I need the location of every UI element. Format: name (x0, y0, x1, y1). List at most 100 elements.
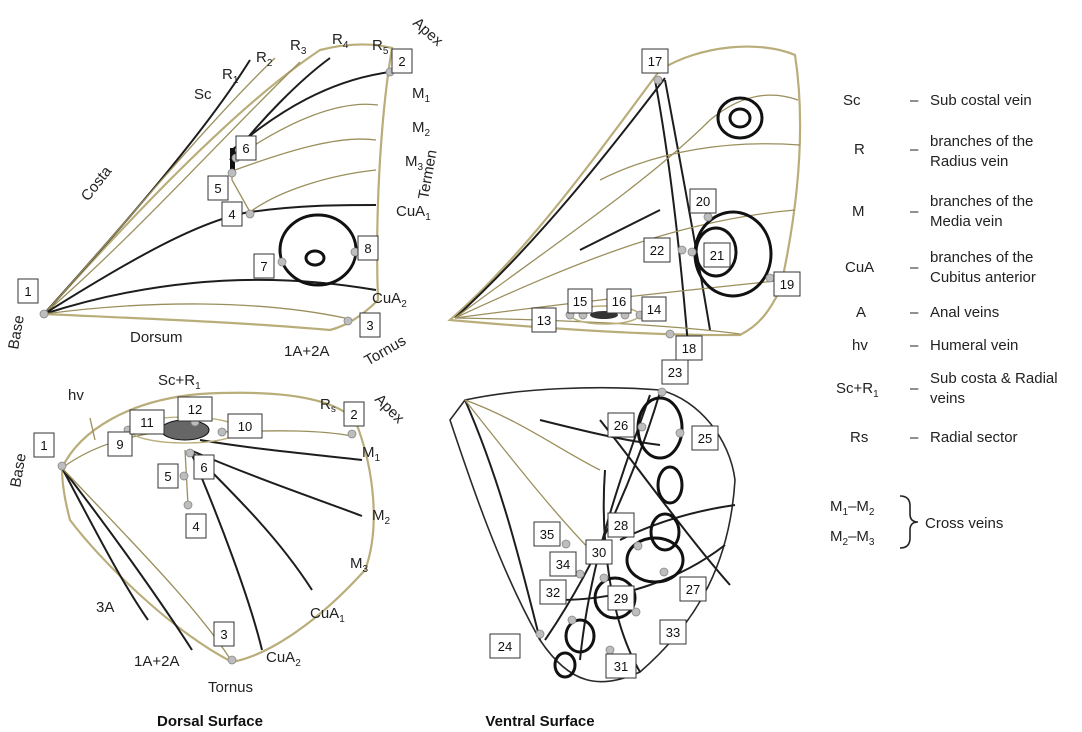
svg-text:25: 25 (698, 431, 712, 446)
legend-desc-r-1: branches of the (930, 133, 1033, 150)
point-marker: 3 (344, 313, 380, 337)
dorsal-fore-termen-label: Termen (415, 148, 440, 200)
dorsal-hind-tornus-label: Tornus (208, 679, 253, 696)
legend-desc-rs: Radial sector (930, 429, 1018, 446)
svg-text:19: 19 (780, 277, 794, 292)
legend-dash: – (910, 92, 919, 109)
legend-desc-cua-1: branches of the (930, 249, 1033, 266)
caption-dorsal: Dorsal Surface (157, 713, 263, 730)
svg-text:26: 26 (614, 418, 628, 433)
legend-desc-hv: Humeral vein (930, 337, 1018, 354)
svg-text:2: 2 (398, 54, 405, 69)
svg-text:35: 35 (540, 527, 554, 542)
dorsal-hind-apex-label: Apex (371, 391, 408, 428)
caption-ventral: Ventral Surface (485, 713, 594, 730)
svg-text:16: 16 (612, 294, 626, 309)
vein-label-hind-m1: M1 (362, 444, 381, 464)
point-marker: 27 (660, 568, 706, 601)
point-marker: 1 (34, 433, 66, 470)
vein-label-r3: R3 (290, 37, 307, 57)
point-marker: 24 (490, 630, 544, 658)
legend-key-sc: Sc (843, 92, 861, 109)
vein-label-m2: M2 (412, 119, 431, 139)
svg-text:9: 9 (116, 437, 123, 452)
legend-dash: – (910, 304, 919, 321)
legend-cross-row2: M2–M3 (830, 528, 875, 548)
legend-key-m: M (852, 203, 865, 220)
svg-text:33: 33 (666, 625, 680, 640)
svg-text:17: 17 (648, 54, 662, 69)
svg-text:3: 3 (220, 627, 227, 642)
legend-desc-r-2: Radius vein (930, 153, 1008, 170)
legend-dash: – (910, 380, 919, 397)
point-marker: 6 (232, 136, 256, 162)
dorsal-forewing: Base Costa Dorsum Termen Apex Tornus Sc … (5, 14, 446, 369)
svg-text:7: 7 (260, 259, 267, 274)
legend-desc-cua-2: Cubitus anterior (930, 269, 1036, 286)
svg-text:29: 29 (614, 591, 628, 606)
dorsal-fore-apex-label: Apex (409, 14, 446, 50)
point-marker: 1 (18, 279, 48, 318)
vein-label-r1: R1 (222, 66, 239, 86)
dorsal-fore-costa-label: Costa (78, 163, 116, 205)
svg-text:22: 22 (650, 243, 664, 258)
svg-text:6: 6 (200, 460, 207, 475)
svg-text:14: 14 (647, 302, 661, 317)
vein-label-hind-m3: M3 (350, 555, 369, 575)
svg-text:21: 21 (710, 248, 724, 263)
svg-text:4: 4 (192, 519, 199, 534)
legend-key-cua: CuA (845, 259, 874, 276)
svg-text:24: 24 (498, 639, 512, 654)
point-marker: 33 (632, 608, 686, 644)
vein-label-cua1: CuA1 (396, 203, 431, 223)
dorsal-hindwing-veins (62, 417, 362, 662)
svg-text:28: 28 (614, 518, 628, 533)
svg-text:1: 1 (40, 438, 47, 453)
legend-key-r: R (854, 141, 865, 158)
point-marker: 31 (606, 646, 636, 678)
svg-text:13: 13 (537, 313, 551, 328)
svg-text:34: 34 (556, 557, 570, 572)
point-marker: 4 (222, 202, 254, 226)
point-marker: 30 (586, 540, 612, 564)
vein-label-3a: 3A (96, 599, 114, 616)
svg-text:31: 31 (614, 659, 628, 674)
legend-cross-row1: M1–M2 (830, 498, 875, 518)
svg-text:30: 30 (592, 545, 606, 560)
svg-text:10: 10 (238, 419, 252, 434)
legend-desc-sc-r1-1: Sub costa & Radial (930, 370, 1058, 387)
dorsal-hind-base-label: Base (7, 452, 30, 489)
dorsal-fore-base-label: Base (5, 314, 28, 351)
svg-text:5: 5 (164, 469, 171, 484)
legend-cross-label: Cross veins (925, 515, 1003, 532)
legend-desc-sc: Sub costal vein (930, 92, 1032, 109)
dorsal-hindwing: Base Apex Tornus hv Sc+R1 Rs M1 M2 M3 Cu… (7, 372, 408, 696)
vein-label-hind-m2: M2 (372, 507, 391, 527)
svg-text:11: 11 (140, 415, 154, 430)
vein-label-hv: hv (68, 387, 84, 404)
vein-label-r5: R5 (372, 37, 389, 57)
legend-dash: – (910, 141, 919, 158)
dorsal-fore-tornus-label: Tornus (362, 332, 409, 369)
vein-label-hind-cua1: CuA1 (310, 605, 345, 625)
svg-text:6: 6 (242, 141, 249, 156)
svg-text:1: 1 (24, 284, 31, 299)
legend-key-hv: hv (852, 337, 868, 354)
vein-label-r2: R2 (256, 49, 273, 69)
svg-text:5: 5 (214, 181, 221, 196)
vein-label-m3: M3 (405, 153, 424, 173)
point-marker: 11 (130, 410, 164, 434)
svg-text:15: 15 (573, 294, 587, 309)
ventral-forewing: 13 14 15 16 17 18 19 20 21 22 (450, 47, 800, 360)
legend-dash: – (910, 429, 919, 446)
legend-dash: – (910, 337, 919, 354)
vein-label-cua2: CuA2 (372, 290, 407, 310)
point-marker: 2 (344, 402, 364, 438)
point-marker: 20 (690, 189, 716, 221)
vein-label-sc: Sc (194, 86, 212, 103)
svg-text:20: 20 (696, 194, 710, 209)
ventral-hindwing: 23 24 25 26 27 28 29 30 31 32 33 34 35 (450, 360, 735, 682)
point-marker: 35 (534, 522, 570, 548)
legend-brace (900, 496, 918, 548)
